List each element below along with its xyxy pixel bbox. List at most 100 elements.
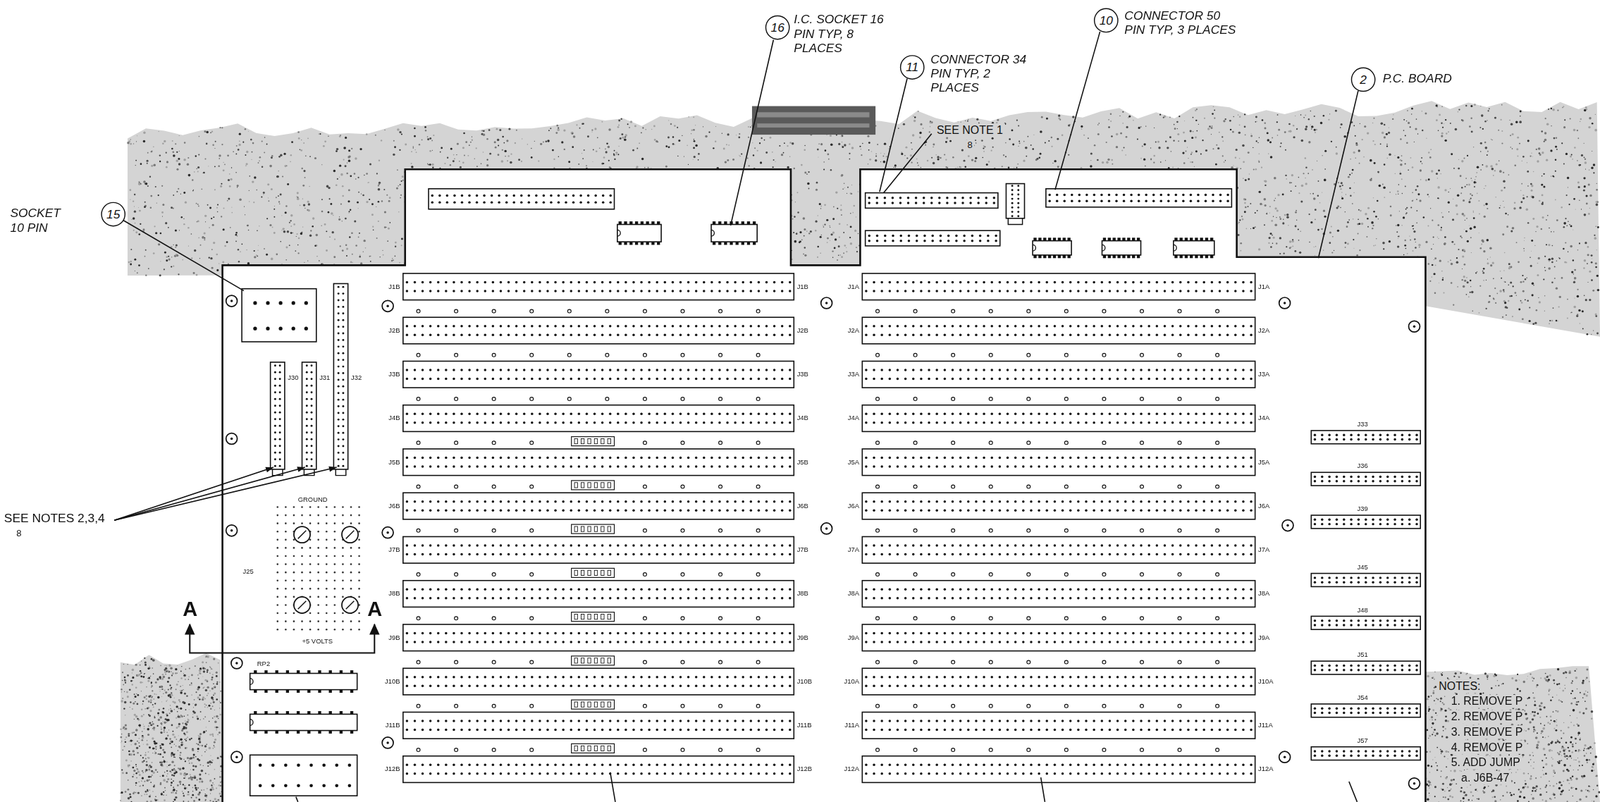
speckle <box>1463 263 1467 266</box>
speckle <box>214 140 217 143</box>
speckle <box>221 126 223 129</box>
speckle <box>845 247 847 249</box>
speckle <box>819 253 821 254</box>
speckle <box>1304 114 1307 117</box>
speckle <box>1595 203 1599 207</box>
speckle <box>1568 224 1571 226</box>
speckle <box>1573 269 1577 272</box>
speckle <box>1421 110 1423 112</box>
speckle <box>175 243 178 246</box>
speckle <box>358 207 359 209</box>
speckle <box>129 260 132 263</box>
speckle <box>1343 135 1347 139</box>
speckle <box>1248 178 1250 180</box>
speckle <box>1240 168 1242 170</box>
speckle <box>1492 262 1495 265</box>
speckle <box>1318 180 1320 182</box>
speckle <box>1470 177 1472 180</box>
speckle <box>1500 189 1503 192</box>
speckle <box>1358 149 1361 152</box>
speckle <box>1120 132 1123 135</box>
speckle <box>814 220 817 223</box>
speckle <box>880 161 882 163</box>
speckle <box>1496 293 1498 295</box>
speckle <box>398 131 402 134</box>
speckle <box>427 164 430 166</box>
speckle <box>288 244 291 246</box>
speckle <box>191 257 193 259</box>
speckle <box>1561 107 1564 109</box>
speckle <box>976 118 979 121</box>
speckle <box>793 167 796 170</box>
speckle <box>1418 199 1421 202</box>
speckle <box>1292 124 1295 127</box>
speckle <box>1581 310 1584 313</box>
speckle <box>253 201 255 203</box>
speckle <box>838 143 841 146</box>
speckle <box>1435 104 1438 107</box>
speckle <box>132 200 134 203</box>
speckle <box>290 225 292 227</box>
speckle <box>427 162 429 165</box>
speckle <box>1229 128 1232 131</box>
speckle <box>145 249 147 251</box>
speckle <box>1017 145 1019 147</box>
speckle <box>932 162 936 165</box>
speckle <box>1567 186 1569 188</box>
speckle <box>1380 143 1382 145</box>
speckle <box>836 207 839 210</box>
speckle <box>1451 241 1454 244</box>
speckle <box>1354 135 1357 137</box>
speckle <box>1205 149 1208 152</box>
speckle <box>1198 124 1199 125</box>
speckle <box>1358 249 1361 251</box>
speckle <box>823 226 824 227</box>
speckle <box>1503 269 1505 272</box>
speckle <box>1235 148 1238 151</box>
speckle <box>1382 248 1385 250</box>
speckle <box>148 267 150 270</box>
speckle <box>1166 146 1169 149</box>
speckle <box>1151 159 1152 160</box>
speckle <box>690 133 692 134</box>
speckle <box>1271 234 1273 237</box>
speckle <box>885 155 889 158</box>
speckle <box>1245 227 1247 230</box>
speckle <box>1499 289 1503 293</box>
speckle <box>771 151 774 153</box>
speckle <box>365 200 368 203</box>
speckle <box>1311 222 1313 224</box>
speckle <box>1470 105 1473 108</box>
speckle <box>1573 198 1576 201</box>
speckle <box>1176 121 1179 124</box>
speckle <box>388 200 391 203</box>
speckle <box>910 142 913 144</box>
speckle <box>159 160 161 163</box>
speckle <box>1490 164 1493 168</box>
speckle <box>1136 138 1139 141</box>
speckle <box>1509 119 1510 121</box>
speckle <box>693 155 696 158</box>
speckle <box>1440 173 1442 175</box>
speckle <box>754 147 756 149</box>
speckle <box>1594 128 1598 132</box>
speckle <box>1537 262 1539 265</box>
speckle <box>200 188 203 190</box>
speckle <box>1527 185 1529 187</box>
speckle <box>1571 270 1574 273</box>
speckle <box>499 128 502 132</box>
speckle <box>153 225 156 227</box>
speckle <box>974 160 977 163</box>
speckle <box>362 250 364 252</box>
speckle <box>1450 262 1453 266</box>
speckle <box>162 215 163 217</box>
speckle <box>807 171 810 173</box>
speckle <box>1386 143 1388 146</box>
speckle <box>1596 274 1599 278</box>
speckle <box>303 169 306 172</box>
speckle <box>1440 226 1443 229</box>
speckle <box>1463 214 1466 217</box>
speckle <box>1547 267 1550 270</box>
speckle <box>1442 277 1444 279</box>
speckle <box>815 188 818 192</box>
